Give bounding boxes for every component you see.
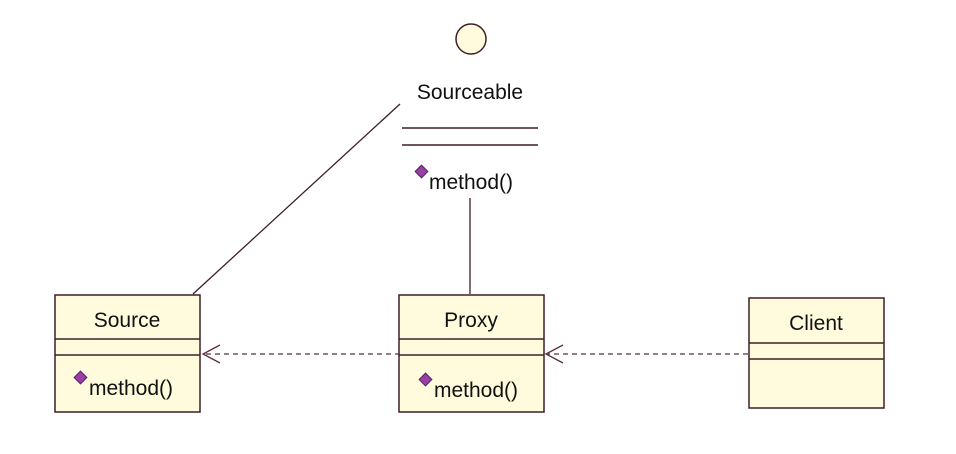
class-source[interactable]: Source method() (54, 294, 201, 413)
lollipop-circle-icon (455, 23, 487, 55)
open-arrowhead-icon (201, 344, 221, 364)
class-box (54, 294, 201, 413)
interface-operation: method() (429, 171, 513, 194)
diamond-icon (418, 372, 433, 387)
diamond-icon (414, 164, 429, 179)
class-box (748, 297, 885, 409)
class-proxy[interactable]: Proxy method() (398, 294, 545, 413)
class-box (398, 294, 545, 413)
class-operation: method() (89, 377, 173, 400)
interface-sourceable[interactable]: Sourceable method() (402, 23, 538, 194)
class-name: Proxy (444, 309, 498, 332)
class-client[interactable]: Client (748, 297, 885, 409)
open-arrowhead-icon (544, 344, 564, 364)
interface-name: Sourceable (417, 81, 523, 104)
diamond-icon (73, 370, 88, 385)
class-name: Client (789, 312, 843, 335)
class-name: Source (94, 309, 161, 332)
class-operation: method() (434, 379, 518, 402)
association-line-source-sourceable (192, 103, 401, 295)
